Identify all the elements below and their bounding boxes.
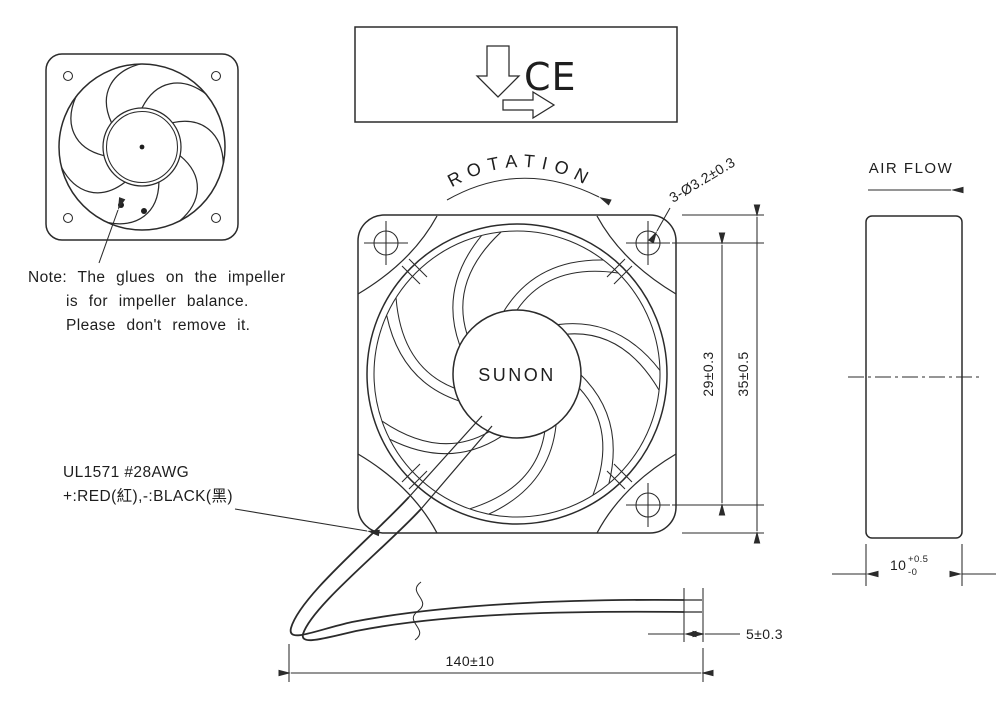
rear-impeller-rim bbox=[58, 63, 226, 231]
corner-rib-tl bbox=[401, 258, 428, 285]
wire-spec-line-1: UL1571 #28AWG bbox=[63, 464, 189, 481]
rear-view bbox=[45, 53, 239, 264]
side-view: AIR FLOW 10 +0.5 -0 bbox=[832, 160, 996, 586]
blade bbox=[141, 82, 207, 109]
blade bbox=[503, 259, 619, 312]
note-line-1: Note: The glues on the impeller bbox=[28, 269, 286, 286]
corner-rib-br bbox=[606, 463, 633, 490]
wire-channel-line bbox=[420, 425, 493, 510]
note-block: Note: The glues on the impeller is for i… bbox=[28, 269, 286, 334]
cert-label-box: CE bbox=[354, 26, 678, 123]
wire-channel-line bbox=[408, 415, 483, 498]
rear-frame bbox=[45, 53, 239, 241]
venturi-circle-outer bbox=[366, 223, 668, 525]
glue-leader-arrow bbox=[98, 197, 126, 264]
air-flow-label: AIR FLOW bbox=[869, 160, 954, 177]
wire-red bbox=[289, 496, 685, 637]
rotation-indicator: ROTATION bbox=[444, 151, 612, 206]
dim-lead-length: 140±10 bbox=[445, 653, 494, 669]
mounting-hole-br bbox=[626, 483, 670, 527]
lead-wires bbox=[289, 496, 704, 642]
corner-rib-tr bbox=[606, 258, 633, 285]
corner-pad-tl bbox=[357, 215, 438, 295]
hole-callout-leader bbox=[647, 207, 671, 244]
dim-thickness-lower-tol: -0 bbox=[908, 567, 917, 578]
corner-pad-br bbox=[596, 453, 677, 534]
rotation-arrow bbox=[446, 177, 612, 206]
ce-mark: CE bbox=[524, 55, 577, 99]
wire-black bbox=[302, 508, 685, 642]
wire-spec-line-2: +:RED(紅),-:BLACK(黑) bbox=[63, 487, 233, 505]
dim-thickness: 10 bbox=[890, 557, 906, 573]
front-view-dimensions: 29±0.3 35±0.5 3-Ø3.2±0.3 bbox=[647, 154, 764, 544]
blade bbox=[376, 386, 502, 483]
mounting-hole-tr bbox=[626, 221, 670, 265]
wire-spec-label: UL1571 #28AWG +:RED(紅),-:BLACK(黑) bbox=[63, 464, 380, 537]
note-line-2: is for impeller balance. bbox=[66, 293, 249, 310]
glue-dot-1 bbox=[118, 202, 124, 208]
blade bbox=[555, 374, 632, 499]
label-outline bbox=[354, 26, 678, 123]
blade bbox=[419, 223, 532, 346]
fan-frame bbox=[357, 214, 677, 534]
down-arrow-icon bbox=[475, 45, 521, 98]
brand-label: SUNON bbox=[478, 365, 556, 385]
blade bbox=[171, 106, 233, 174]
front-view: SUNON bbox=[357, 214, 677, 534]
bottom-dimensions: 5±0.3 140±10 bbox=[278, 626, 783, 682]
corner-pad-tr bbox=[596, 215, 677, 295]
rear-hub-center bbox=[139, 144, 145, 150]
blade bbox=[382, 289, 459, 413]
wire-spec-leader bbox=[234, 508, 380, 537]
dim-hole-pitch: 29±0.3 bbox=[700, 351, 716, 396]
dim-mounting-holes: 3-Ø3.2±0.3 bbox=[666, 154, 738, 206]
glue-dot-2 bbox=[141, 208, 147, 214]
mounting-hole-tl bbox=[364, 221, 408, 265]
dim-frame-size: 35±0.5 bbox=[735, 351, 751, 396]
corner-pad-bl bbox=[357, 453, 438, 534]
rear-hole-br bbox=[210, 212, 222, 224]
rear-hole-tr bbox=[210, 70, 222, 82]
rear-hub-inner bbox=[105, 110, 179, 184]
corner-rib-bl bbox=[401, 463, 428, 490]
right-arrow-icon bbox=[502, 90, 556, 120]
note-line-3: Please don't remove it. bbox=[66, 317, 250, 334]
dim-strip-length: 5±0.3 bbox=[746, 626, 783, 642]
rear-hole-bl bbox=[62, 212, 74, 224]
rotation-text: ROTATION bbox=[444, 151, 598, 191]
dim-thickness-upper-tol: +0.5 bbox=[908, 554, 928, 565]
wire-break-symbol bbox=[412, 581, 424, 641]
blade bbox=[55, 153, 126, 206]
rear-hole-tl bbox=[62, 70, 74, 82]
venturi-circle-inner bbox=[373, 230, 661, 518]
